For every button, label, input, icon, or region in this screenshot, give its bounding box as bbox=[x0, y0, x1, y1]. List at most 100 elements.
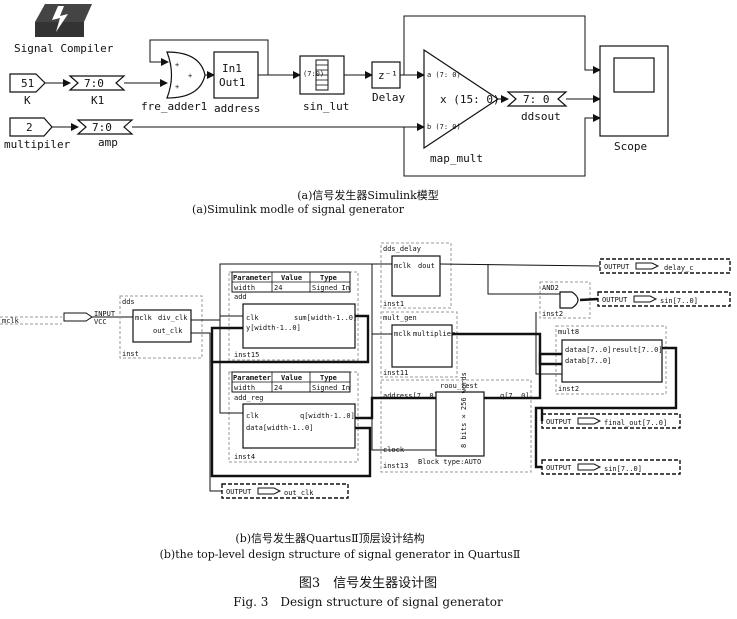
svg-text:Parameter: Parameter bbox=[233, 274, 271, 282]
svg-text:+: + bbox=[175, 61, 179, 69]
and2-name: AND2 bbox=[542, 284, 559, 292]
input-tag: INPUT bbox=[94, 310, 116, 318]
amp-bus-conversion bbox=[76, 119, 134, 135]
simulink-model: Signal Compiler 51 K 7:0 K1 2 multipiler… bbox=[4, 4, 669, 177]
svg-text:clk: clk bbox=[246, 314, 259, 322]
dds-block bbox=[132, 309, 192, 343]
caption-b-en: (b)the top-level design structure of sig… bbox=[160, 548, 521, 561]
signal-compiler-label: Signal Compiler bbox=[14, 42, 114, 55]
sin-lut-label: sin_lut bbox=[303, 100, 349, 113]
svg-text:sin[7..0]: sin[7..0] bbox=[660, 297, 698, 305]
svg-text:datab[7..0]: datab[7..0] bbox=[565, 357, 611, 365]
ddsout-type: 7: 0 bbox=[523, 93, 550, 106]
mult8-block bbox=[561, 339, 663, 383]
map-mult-b: b (7: 0) bbox=[427, 123, 461, 131]
map-mult-block bbox=[423, 48, 500, 150]
svg-text:OUTPUT: OUTPUT bbox=[226, 488, 252, 496]
k1-type: 7:0 bbox=[84, 77, 104, 90]
delay-label: Delay bbox=[372, 91, 405, 104]
multipiler-value: 2 bbox=[26, 121, 33, 134]
fre-adder1-label: fre_adder1 bbox=[141, 100, 207, 113]
dds-name: dds bbox=[122, 298, 135, 306]
mult-gen-block bbox=[391, 324, 453, 368]
figure-caption-en: Fig. 3 Design structure of signal genera… bbox=[233, 595, 503, 609]
svg-text:inst1: inst1 bbox=[383, 300, 404, 308]
k-value: 51 bbox=[21, 77, 34, 90]
svg-text:div_clk: div_clk bbox=[158, 314, 188, 322]
k1-bus-conversion bbox=[68, 75, 126, 91]
svg-text:mclk: mclk bbox=[394, 262, 412, 270]
k-label: K bbox=[24, 94, 31, 107]
mult-gen-name: mult_gen bbox=[383, 314, 417, 322]
amp-type: 7:0 bbox=[92, 121, 112, 134]
svg-text:address[7..0]: address[7..0] bbox=[383, 392, 438, 400]
svg-text:sum[width-1..0]: sum[width-1..0] bbox=[294, 314, 357, 322]
caption-a-en: (a)Simulink modle of signal generator bbox=[192, 203, 405, 216]
svg-text:Block type:AUTO: Block type:AUTO bbox=[418, 458, 481, 466]
amp-label: amp bbox=[98, 136, 118, 149]
svg-text:data[width-1..0]: data[width-1..0] bbox=[246, 424, 313, 432]
svg-text:Type: Type bbox=[320, 274, 337, 282]
add-name: add bbox=[234, 293, 247, 301]
map-mult-x: x (15: 0) bbox=[440, 93, 500, 106]
svg-text:y[width-1..0]: y[width-1..0] bbox=[246, 324, 301, 332]
svg-text:mclk: mclk bbox=[394, 330, 412, 338]
svg-text:Signed In: Signed In bbox=[312, 384, 350, 392]
svg-text:inst2: inst2 bbox=[558, 385, 579, 393]
address-out: Out1 bbox=[219, 76, 246, 89]
svg-text:q[7..0]: q[7..0] bbox=[500, 392, 530, 400]
svg-text:Value: Value bbox=[281, 274, 302, 282]
thin-wires bbox=[191, 263, 601, 492]
reg-name: add_reg bbox=[234, 394, 264, 402]
mclk-pin-label: mclk bbox=[2, 317, 20, 325]
svg-text:inst15: inst15 bbox=[234, 351, 259, 359]
svg-text:out_clk: out_clk bbox=[284, 489, 314, 497]
svg-text:width: width bbox=[234, 284, 255, 292]
svg-text:Value: Value bbox=[281, 374, 302, 382]
svg-text:inst11: inst11 bbox=[383, 369, 408, 377]
caption-b-cn: (b)信号发生器QuartusⅡ顶层设计结构 bbox=[235, 531, 424, 545]
multipiler-constant bbox=[9, 117, 53, 137]
svg-text:multiplier: multiplier bbox=[413, 330, 455, 338]
svg-text:Type: Type bbox=[320, 374, 337, 382]
caption-a-cn: (a)信号发生器Simulink模型 bbox=[297, 188, 439, 202]
map-mult-label: map_mult bbox=[430, 152, 483, 165]
address-label: address bbox=[214, 102, 260, 115]
svg-text:final_out[7..0]: final_out[7..0] bbox=[604, 419, 667, 427]
delay-text: z⁻¹ bbox=[378, 69, 398, 82]
svg-text:OUTPUT: OUTPUT bbox=[604, 263, 630, 271]
svg-text:OUTPUT: OUTPUT bbox=[546, 464, 572, 472]
svg-text:delay_c: delay_c bbox=[664, 264, 694, 272]
svg-text:OUTPUT: OUTPUT bbox=[602, 296, 628, 304]
svg-text:inst4: inst4 bbox=[234, 453, 255, 461]
dds-delay-name: dds_delay bbox=[383, 245, 421, 253]
ddsout-label: ddsout bbox=[521, 110, 561, 123]
and2-gate bbox=[559, 291, 579, 309]
k1-label: K1 bbox=[91, 94, 104, 107]
multipiler-label: multipiler bbox=[4, 138, 71, 151]
svg-text:Parameter: Parameter bbox=[233, 374, 271, 382]
mult8-name: mult8 bbox=[558, 328, 579, 336]
figure-caption-cn: 图3 信号发生器设计图 bbox=[299, 575, 437, 591]
svg-text:inst13: inst13 bbox=[383, 462, 408, 470]
sin-lut-text: (7:0) bbox=[303, 70, 324, 78]
svg-text:24: 24 bbox=[274, 384, 282, 392]
svg-text:clk: clk bbox=[246, 412, 259, 420]
svg-text:8 bits × 256 words: 8 bits × 256 words bbox=[460, 372, 468, 448]
k-constant bbox=[9, 73, 46, 93]
ddsout-bus-conversion bbox=[506, 91, 568, 107]
svg-text:inst: inst bbox=[122, 350, 139, 358]
address-subsystem bbox=[213, 51, 259, 99]
quartus-schematic: mclk INPUT VCC dds mclk div_clk out_clk … bbox=[0, 242, 731, 499]
signal-compiler-icon bbox=[35, 4, 92, 37]
svg-text:out_clk: out_clk bbox=[153, 327, 183, 335]
svg-text:q[width-1..0]: q[width-1..0] bbox=[300, 412, 355, 420]
scope-label: Scope bbox=[614, 140, 647, 153]
svg-text:+: + bbox=[188, 72, 192, 80]
add-block bbox=[242, 303, 356, 349]
add-reg-block bbox=[242, 403, 356, 449]
svg-text:sin[7..0]: sin[7..0] bbox=[604, 465, 642, 473]
svg-text:dout: dout bbox=[418, 262, 435, 270]
scope-block bbox=[599, 45, 669, 137]
